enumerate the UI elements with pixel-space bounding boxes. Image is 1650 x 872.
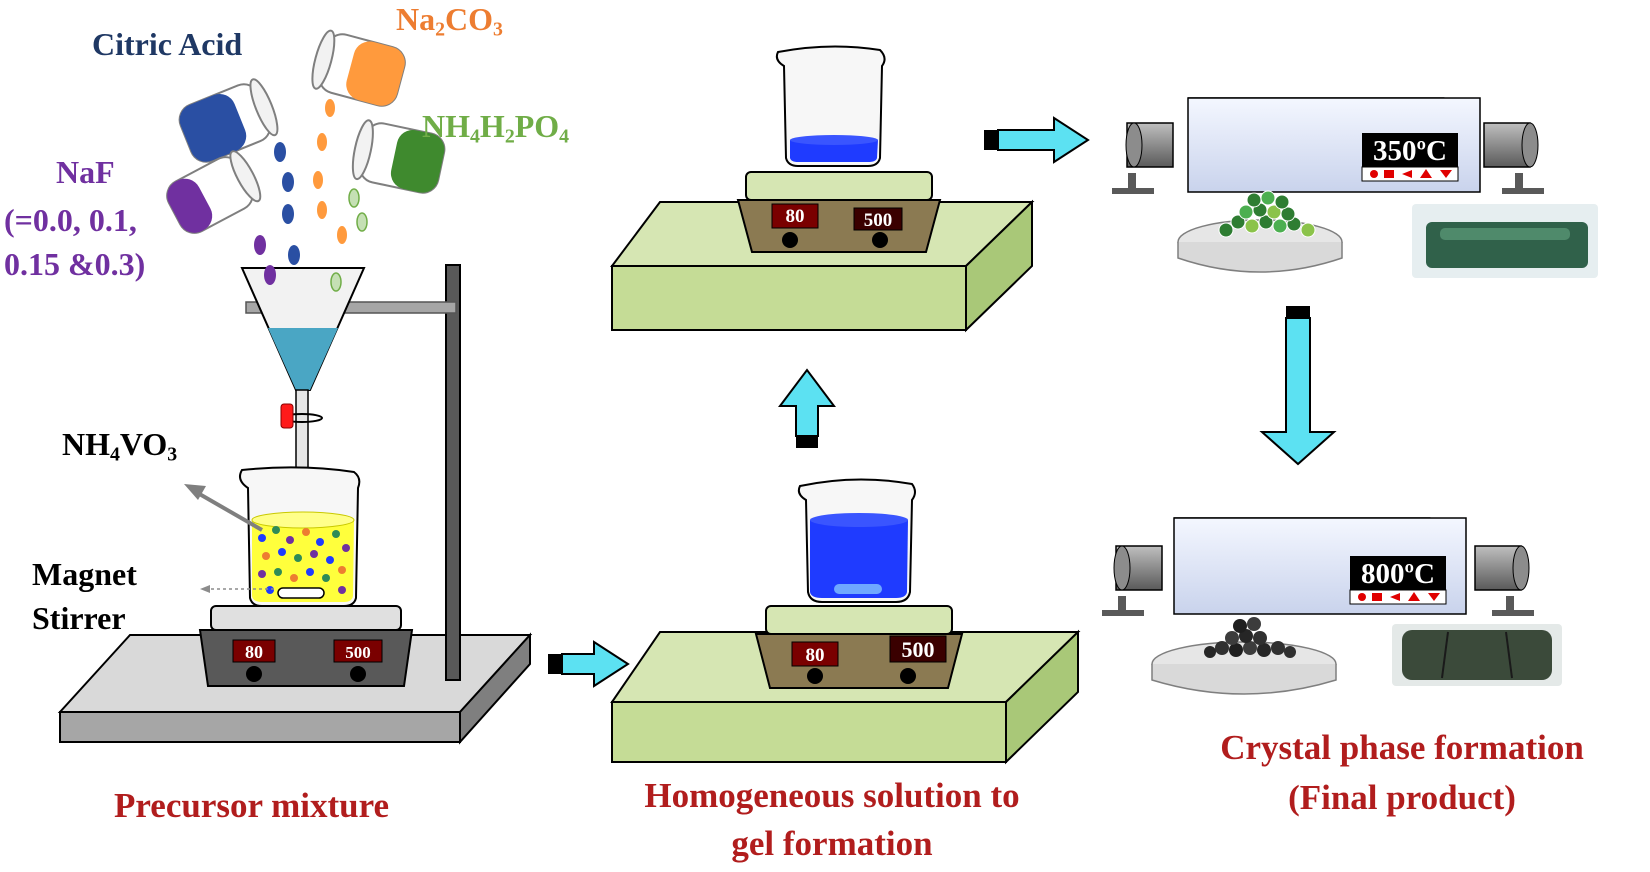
- mixture-particles: [258, 526, 350, 594]
- arrow-to-gel: [548, 640, 630, 688]
- furnace-350: 350ºC: [1112, 97, 1598, 278]
- speed-value: 500: [902, 637, 935, 662]
- stand-base-side: [459, 632, 531, 745]
- gel-stirrer-lower: 80 500: [610, 478, 1081, 765]
- temp-value: 80: [245, 642, 263, 662]
- naf-amounts-line2: 0.15 &0.3): [4, 246, 146, 282]
- speed-knob: [350, 666, 366, 682]
- speed-value: 500: [864, 210, 893, 231]
- furnace-800: 800ºC: [1102, 517, 1562, 695]
- nh4h2po4-bottle: [351, 119, 446, 194]
- magnetic-stir-bar: [277, 587, 325, 599]
- temp-knob: [246, 666, 262, 682]
- gel-stage-label-line2: gel formation: [731, 824, 933, 863]
- temp-display: [232, 639, 276, 663]
- green-gel-spheres: [1218, 190, 1316, 238]
- crystal-stage-label-line1: Crystal phase formation: [1220, 728, 1584, 767]
- black-product-pile: [1204, 617, 1296, 658]
- magnet-stirrer-line2: Stirrer: [32, 600, 126, 636]
- gel-stage-label-line1: Homogeneous solution to: [644, 776, 1020, 815]
- crystal-stage-label-line2: (Final product): [1288, 778, 1516, 817]
- clamp-arm: [245, 301, 457, 314]
- precursor-stage-label: Precursor mixture: [114, 786, 390, 825]
- nh4vo3-pointer: [195, 490, 263, 532]
- temp-value: 80: [786, 206, 805, 227]
- naf-bottle: [166, 150, 262, 234]
- stand-rod: [445, 264, 461, 681]
- na2co3-bottle: [311, 29, 406, 107]
- naf-label: NaF: [56, 154, 115, 190]
- arrow-down: [1259, 306, 1337, 466]
- solution-surface: [251, 511, 355, 529]
- precursor-setup: 80 500: [57, 264, 533, 745]
- speed-display: [333, 639, 383, 663]
- speed-value: 500: [345, 643, 371, 662]
- precursor-solution: [252, 520, 354, 602]
- magnet-pointer-head: [200, 585, 210, 593]
- funnel-liquid: [268, 328, 338, 390]
- stand-base-front: [59, 711, 461, 743]
- temp-800: 800ºC: [1361, 558, 1435, 590]
- falling-drops: [254, 99, 368, 292]
- stirrer-plate: [210, 605, 402, 631]
- gel-stirrer-upper: 80 500: [610, 45, 1035, 333]
- nh4vo3-pointer-head: [184, 484, 206, 500]
- na2co3-label: Na2CO3: [396, 1, 503, 41]
- nh4h2po4-label: NH4H2PO4: [422, 108, 570, 148]
- arrow-to-furnace: [984, 116, 1090, 164]
- arrow-up: [778, 368, 836, 448]
- nh4vo3-label: NH4VO3: [62, 426, 178, 466]
- temp-value: 80: [806, 645, 825, 666]
- temp-350: 350ºC: [1373, 135, 1447, 167]
- naf-amounts-line1: (=0.0, 0.1,: [4, 202, 137, 238]
- citric-acid-label: Citric Acid: [92, 26, 243, 62]
- magnet-stirrer-line1: Magnet: [32, 556, 137, 592]
- stopcock-valve: [280, 403, 294, 429]
- citric-acid-bottle: [178, 78, 279, 163]
